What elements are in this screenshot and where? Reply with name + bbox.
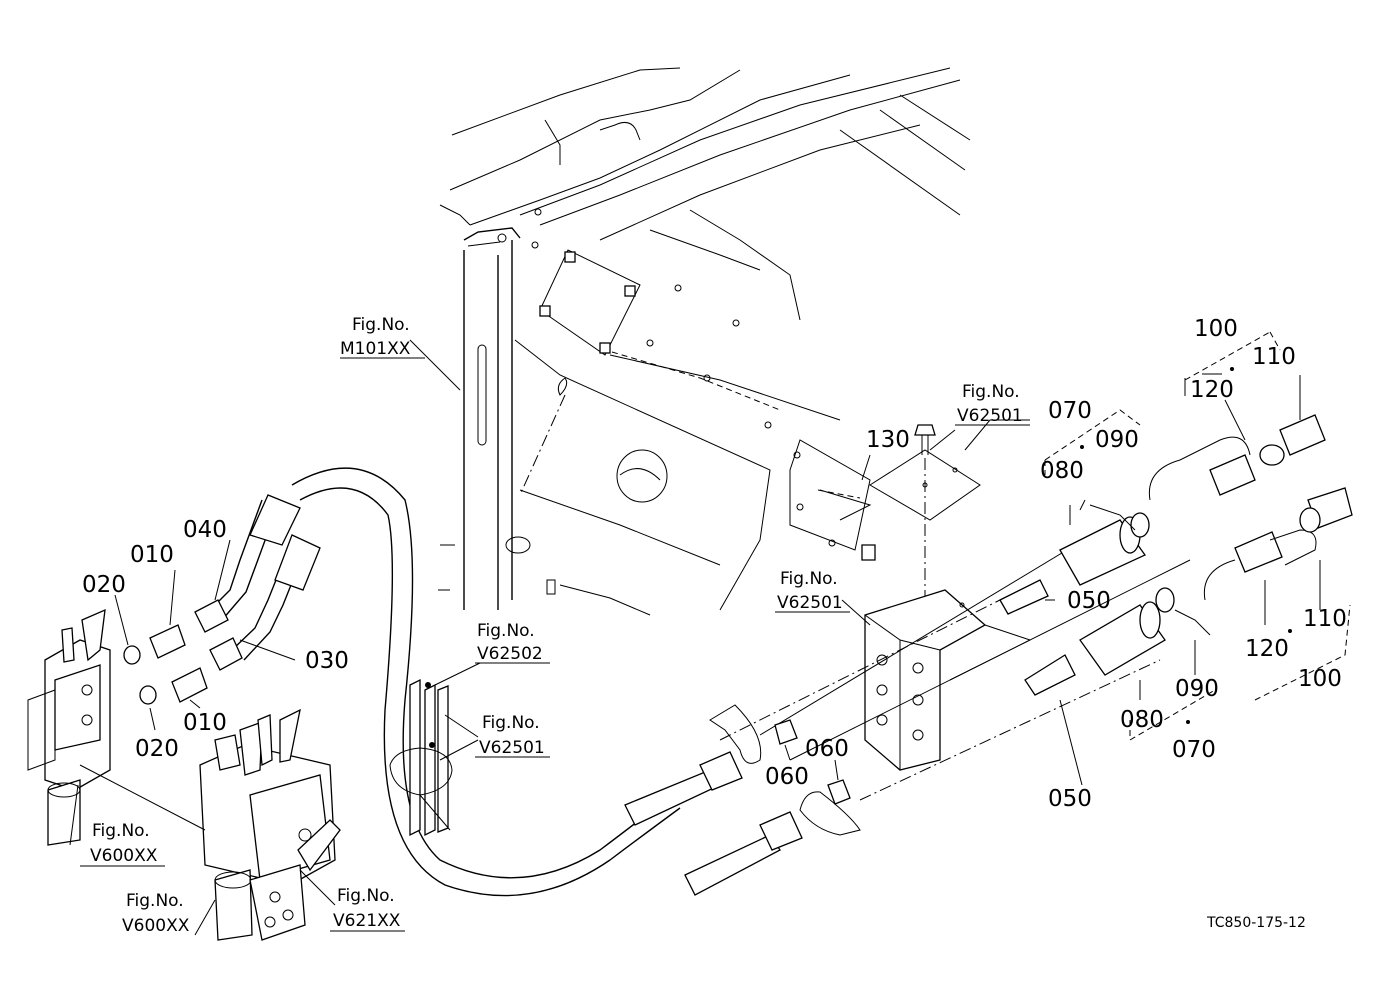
- hose-clamp: [389, 678, 453, 837]
- part-label-130: 130: [866, 427, 910, 453]
- fig-ref-prefix: Fig.No.: [962, 382, 1020, 402]
- drawing-code: TC850-175-12: [1206, 915, 1306, 931]
- part-label-030: 030: [305, 648, 349, 674]
- fig-ref-prefix: Fig.No.: [482, 713, 540, 733]
- part-label-010-top: 010: [130, 542, 174, 568]
- part-label-110-bot: 110: [1303, 606, 1347, 632]
- part-label-090-top: 090: [1095, 427, 1139, 453]
- part-label-040: 040: [183, 517, 227, 543]
- fig-ref-prefix: Fig.No.: [126, 891, 184, 911]
- left-fittings: [123, 599, 243, 705]
- control-valve-right: [199, 708, 341, 941]
- fig-ref-code: V600XX: [122, 916, 190, 936]
- part-label-070-bot: 070: [1172, 737, 1216, 763]
- part-label-020-bot: 020: [135, 736, 179, 762]
- part-label-050-bot: 050: [1048, 786, 1092, 812]
- part-label-080-top: 080: [1040, 458, 1084, 484]
- fig-ref-code: V621XX: [333, 911, 401, 931]
- part-label-120-top: 120: [1190, 377, 1234, 403]
- right-couplers: [709, 414, 1353, 836]
- fig-ref-prefix: Fig.No.: [92, 821, 150, 841]
- part-number-labels: 100 110 120 070 090 080 130 050 040 010 …: [82, 316, 1347, 812]
- fig-ref-prefix: Fig.No.: [477, 621, 535, 641]
- fig-ref-prefix: Fig.No.: [780, 569, 838, 589]
- fig-ref-code: V62501: [777, 593, 843, 613]
- mounting-bracket: [864, 589, 1032, 771]
- part-label-100-bot: 100: [1298, 666, 1342, 692]
- fig-ref-prefix: Fig.No.: [337, 886, 395, 906]
- part-label-010-bot: 010: [183, 710, 227, 736]
- part-label-060-left: 060: [765, 764, 809, 790]
- fig-ref-code: V62501: [957, 406, 1023, 426]
- part-label-070-top: 070: [1048, 398, 1092, 424]
- part-label-020-top: 020: [82, 572, 126, 598]
- figure-references: Fig.No. M101XX Fig.No. V62501 Fig.No. V6…: [90, 315, 1023, 936]
- control-valve-left: [27, 608, 111, 846]
- fig-ref-code: V62502: [477, 644, 543, 664]
- part-label-060-right: 060: [805, 736, 849, 762]
- fig-ref-code: V62501: [479, 738, 545, 758]
- leader-lines: [69, 331, 1351, 936]
- fig-ref-prefix: Fig.No.: [352, 315, 410, 335]
- fig-ref-code: V600XX: [90, 846, 158, 866]
- part-label-120-bot: 120: [1245, 636, 1289, 662]
- part-label-080-bot: 080: [1120, 707, 1164, 733]
- tractor-frame: [438, 67, 981, 616]
- part-label-110-top: 110: [1252, 344, 1296, 370]
- part-label-050-top: 050: [1067, 588, 1111, 614]
- part-label-100-top: 100: [1194, 316, 1238, 342]
- fig-ref-code: M101XX: [340, 339, 411, 359]
- part-label-090-bot: 090: [1175, 676, 1219, 702]
